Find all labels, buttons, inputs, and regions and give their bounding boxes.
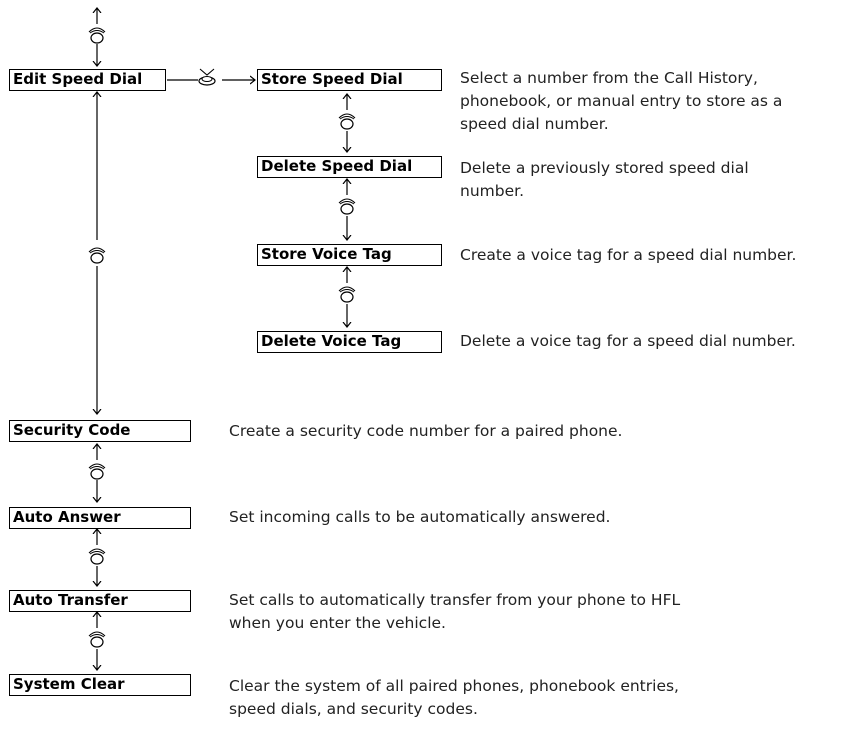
main-connector-3 (88, 612, 106, 670)
rotate-knob-icon (88, 247, 106, 264)
sub-connector-2 (338, 179, 356, 240)
desc-line: Create a security code number for a pair… (229, 422, 623, 440)
rotate-knob-icon (338, 198, 356, 215)
system-clear-item[interactable]: System Clear (9, 674, 191, 696)
desc-line: when you enter the vehicle. (229, 614, 446, 632)
desc-line: Delete a voice tag for a speed dial numb… (460, 332, 796, 350)
main-connector-2 (88, 529, 106, 586)
store-speed-dial-item[interactable]: Store Speed Dial (257, 69, 442, 91)
security-code-item[interactable]: Security Code (9, 420, 191, 442)
press-knob-icon (198, 68, 216, 86)
auto-transfer-item[interactable]: Auto Transfer (9, 590, 191, 612)
desc-line: number. (460, 182, 524, 200)
sub-connector-3 (338, 267, 356, 327)
auto-answer-desc: Set incoming calls to be automatically a… (229, 506, 610, 529)
auto-answer-item[interactable]: Auto Answer (9, 507, 191, 529)
desc-line: Set calls to automatically transfer from… (229, 591, 681, 609)
main-connector-1 (88, 444, 106, 502)
rotate-knob-icon (88, 631, 106, 648)
rotate-knob-icon (88, 548, 106, 565)
rotate-knob-icon (88, 27, 106, 44)
desc-line: speed dial number. (460, 115, 609, 133)
top-connector (88, 8, 106, 66)
main-long-connector (88, 92, 106, 414)
security-code-desc: Create a security code number for a pair… (229, 420, 622, 443)
rotate-knob-icon (338, 286, 356, 303)
rotate-knob-icon (88, 463, 106, 480)
edit-speed-dial-item[interactable]: Edit Speed Dial (9, 69, 166, 91)
auto-transfer-desc: Set calls to automatically transfer from… (229, 589, 680, 635)
system-clear-desc: Clear the system of all paired phones, p… (229, 675, 679, 721)
delete-speed-dial-item[interactable]: Delete Speed Dial (257, 156, 442, 178)
store-speed-dial-desc: Select a number from the Call History, p… (460, 67, 782, 136)
desc-line: Select a number from the Call History, (460, 69, 758, 87)
desc-line: Delete a previously stored speed dial (460, 159, 749, 177)
delete-speed-dial-desc: Delete a previously stored speed dial nu… (460, 157, 749, 203)
delete-voice-tag-item[interactable]: Delete Voice Tag (257, 331, 442, 353)
press-connector (167, 68, 255, 86)
desc-line: Clear the system of all paired phones, p… (229, 677, 679, 695)
desc-line: phonebook, or manual entry to store as a (460, 92, 783, 110)
desc-line: Set incoming calls to be automatically a… (229, 508, 611, 526)
desc-line: speed dials, and security codes. (229, 700, 478, 718)
desc-line: Create a voice tag for a speed dial numb… (460, 246, 797, 264)
delete-voice-tag-desc: Delete a voice tag for a speed dial numb… (460, 330, 796, 353)
store-voice-tag-desc: Create a voice tag for a speed dial numb… (460, 244, 796, 267)
sub-connector-1 (338, 94, 356, 152)
rotate-knob-icon (338, 113, 356, 130)
store-voice-tag-item[interactable]: Store Voice Tag (257, 244, 442, 266)
